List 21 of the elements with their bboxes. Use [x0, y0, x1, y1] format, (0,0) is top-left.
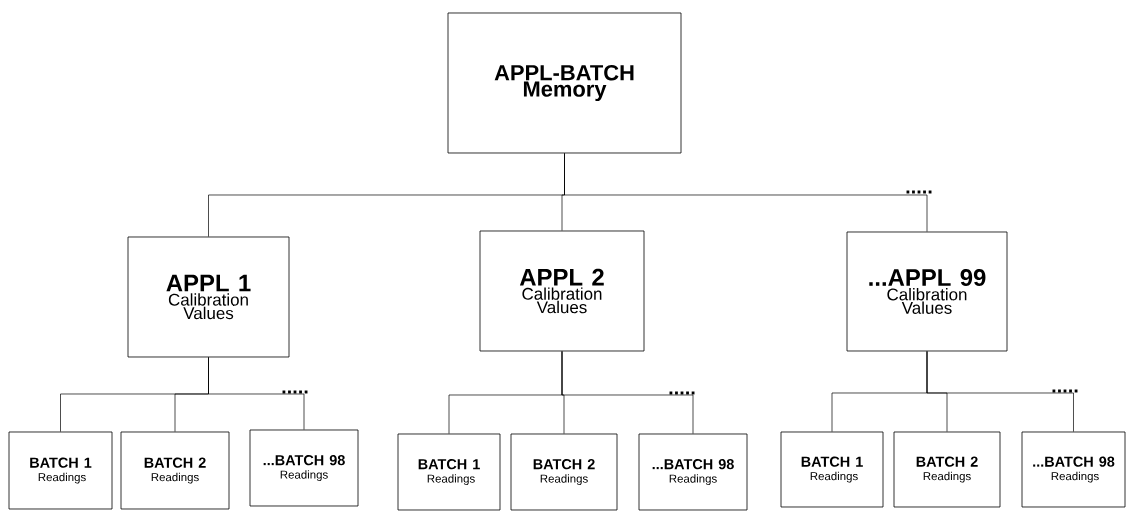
batch-box: BATCH 2 Readings	[120, 431, 230, 510]
connector-line	[926, 351, 1074, 432]
connector-line	[564, 153, 928, 232]
ellipsis: .....	[282, 390, 308, 394]
batch-box: BATCH 1 Readings	[397, 433, 501, 511]
ellipsis: .....	[669, 391, 695, 395]
batch-box: BATCH 1 Readings	[8, 431, 113, 510]
ellipsis: .....	[906, 190, 932, 194]
batch-box: BATCH 2 Readings	[893, 431, 1001, 508]
connector-line	[561, 351, 694, 434]
application-box: APPL 2 Calibration Values	[479, 230, 645, 352]
batch-box: ...BATCH 98 Readings	[249, 429, 359, 507]
ellipsis: .....	[1052, 389, 1078, 393]
application-box: APPL 1 Calibration Values	[127, 236, 290, 358]
batch-box: ...BATCH 98 Readings	[1021, 431, 1126, 508]
batch-box: ...BATCH 98 Readings	[638, 433, 748, 511]
memory-box: APPL-BATCH Memory	[447, 12, 682, 154]
batch-box: BATCH 2 Readings	[510, 433, 618, 511]
connector-line	[208, 357, 305, 430]
application-box: ...APPL 99 Calibration Values	[846, 231, 1008, 352]
batch-box: BATCH 1 Readings	[780, 431, 884, 508]
